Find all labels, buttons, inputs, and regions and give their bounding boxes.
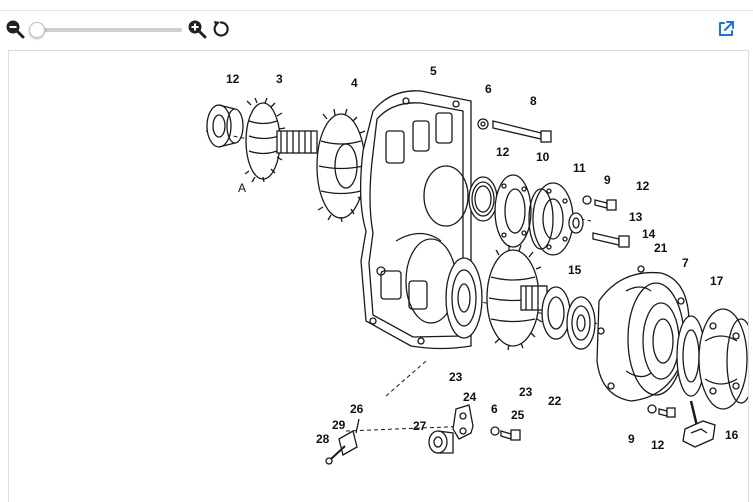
callout-17[interactable]: 17 [710,274,724,288]
callout-7[interactable]: 7 [682,256,689,270]
pulley-part-27 [428,430,454,454]
zoom-in-icon [188,20,207,39]
gear-part-15 [486,244,548,351]
bolt-part-25 [490,426,521,441]
bracket-part-24 [452,404,474,440]
gearbox-housing-part-5 [359,90,472,350]
callout-4[interactable]: 4 [351,76,358,90]
zoom-in-button[interactable] [187,19,207,39]
bearing-part-23 [445,257,483,339]
callout-21[interactable]: 21 [654,241,668,255]
part-callouts: 12 3 4 5 6 8 A 12 10 11 9 12 13 14 21 7 … [226,64,739,452]
callout-23-right[interactable]: 23 [519,385,533,399]
bolt-part-12-right [582,195,617,211]
callout-13[interactable]: 13 [629,210,643,224]
callout-12-bottom[interactable]: 12 [651,438,665,452]
output-cover-part-7 [596,265,690,402]
callout-27[interactable]: 27 [413,419,427,433]
rotate-reset-icon [213,21,229,37]
seal-ring-part-17 [676,315,706,397]
callout-29[interactable]: 29 [332,418,346,432]
viewer-toolbar [0,14,753,46]
callout-9-top[interactable]: 9 [604,173,611,187]
callout-15[interactable]: 15 [568,263,582,277]
callout-12-right[interactable]: 12 [636,179,650,193]
bolt-part-12-bottom [647,404,676,418]
callout-A[interactable]: A [238,181,246,195]
bearing-part-22 [566,296,596,350]
bearing-part-12-middle [468,176,498,222]
callout-22[interactable]: 22 [548,394,562,408]
callout-6-bottom[interactable]: 6 [491,402,498,416]
callout-26[interactable]: 26 [350,402,364,416]
bearing-part-23-right [541,286,571,340]
pin-assembly-part-26 [325,418,360,465]
flange-part-11 [528,182,574,256]
pinion-gear-part-3 [244,97,318,183]
exploded-gearbox-diagram: 12 3 4 5 6 8 A 12 10 11 9 12 13 14 21 7 … [205,64,748,465]
callout-23-left[interactable]: 23 [449,370,463,384]
external-link-icon [719,21,734,36]
zoom-slider-thumb[interactable] [29,22,45,38]
zoom-slider-track[interactable] [30,28,182,32]
output-flange [698,308,748,410]
callout-11[interactable]: 11 [573,161,586,175]
callout-5[interactable]: 5 [430,64,437,78]
open-external-button[interactable] [716,19,736,39]
washer-part-13 [568,212,584,234]
callout-8[interactable]: 8 [530,94,537,108]
callout-14[interactable]: 14 [642,227,656,241]
cover-plate-part-10 [494,174,532,248]
callout-25[interactable]: 25 [511,408,525,422]
reset-view-button[interactable] [211,19,231,39]
callout-28[interactable]: 28 [316,432,330,446]
callout-3[interactable]: 3 [276,72,283,86]
top-divider [0,0,753,11]
callout-12-middle[interactable]: 12 [496,145,510,159]
callout-24[interactable]: 24 [463,390,477,404]
callout-9-bottom[interactable]: 9 [628,432,635,446]
bolt-part-14 [592,232,630,248]
callout-6-top[interactable]: 6 [485,82,492,96]
callout-12-bearing[interactable]: 12 [226,72,240,86]
diagram-viewer[interactable]: 12 3 4 5 6 8 A 12 10 11 9 12 13 14 21 7 … [8,50,749,502]
bolt-part-8 [477,118,552,143]
callout-10[interactable]: 10 [536,150,550,164]
zoom-out-button[interactable] [5,19,25,39]
callout-16[interactable]: 16 [725,428,739,442]
cap-part-16 [682,400,716,448]
zoom-out-icon [6,20,25,39]
bearing-part-12 [206,104,244,148]
